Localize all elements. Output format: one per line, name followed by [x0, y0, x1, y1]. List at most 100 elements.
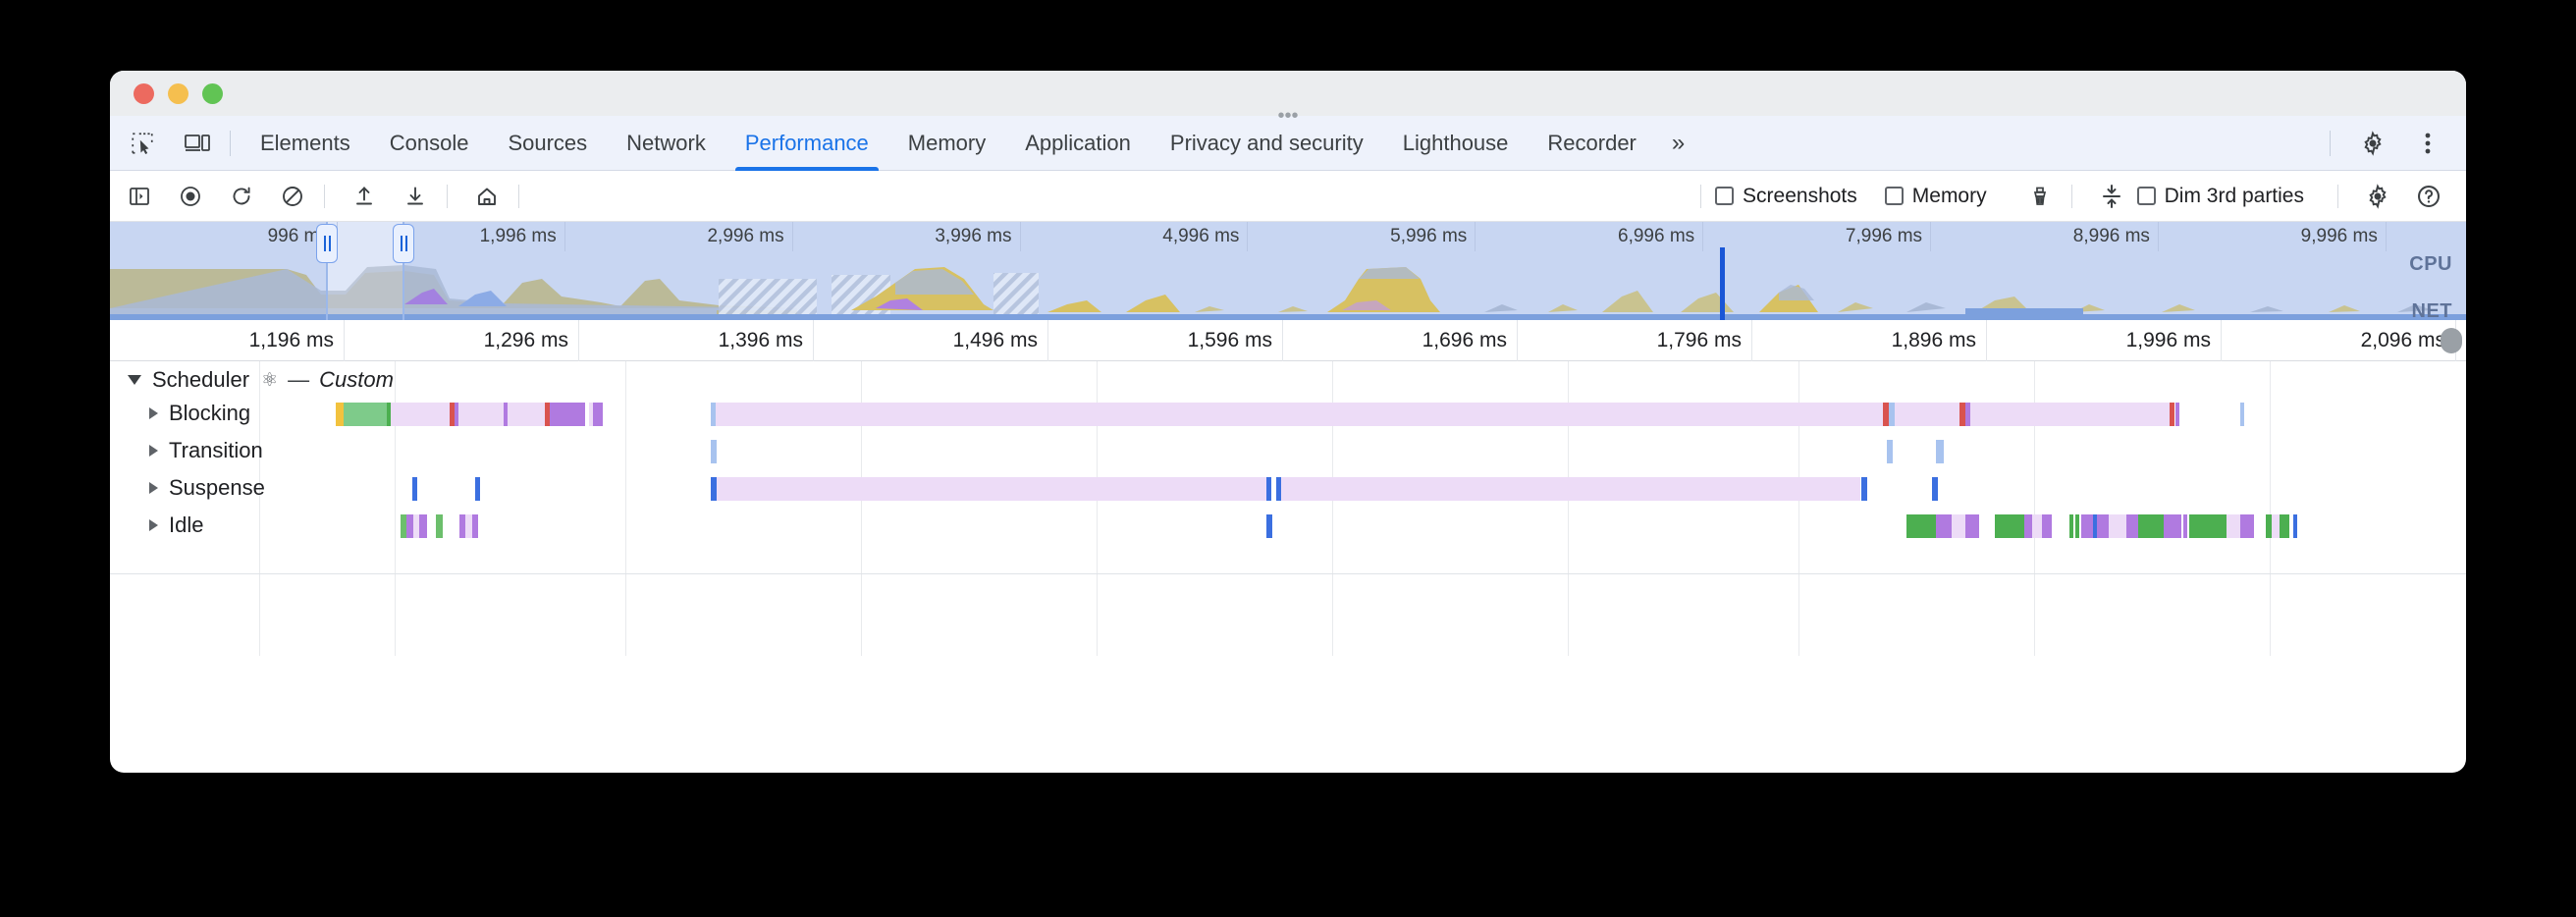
flame-bar[interactable] [2164, 514, 2181, 538]
flame-bar[interactable] [2093, 514, 2097, 538]
more-tabs-button[interactable]: » [1656, 116, 1700, 171]
track-name-blocking[interactable]: Blocking [110, 395, 250, 432]
flame-bar[interactable] [1883, 403, 1889, 426]
flame-bar[interactable] [1965, 403, 1970, 426]
flame-bar[interactable] [1970, 403, 2171, 426]
tab-network[interactable]: Network [607, 116, 725, 171]
flame-bar[interactable] [1895, 403, 1959, 426]
flame-bar[interactable] [504, 403, 508, 426]
track-name-suspense[interactable]: Suspense [110, 469, 265, 507]
dim-3rd-parties-checkbox[interactable]: Dim 3rd parties [2136, 185, 2328, 208]
flame-bar[interactable] [1952, 514, 1965, 538]
track-idle[interactable]: Idle [110, 507, 2466, 544]
maximize-window-button[interactable] [202, 82, 223, 104]
gear-icon[interactable] [2350, 124, 2395, 163]
flame-bar[interactable] [1276, 477, 1281, 501]
flame-bar[interactable] [711, 403, 716, 426]
flame-bar[interactable] [2170, 403, 2174, 426]
flame-bar[interactable] [554, 403, 585, 426]
kebab-menu-icon[interactable] [2405, 124, 2450, 163]
close-window-button[interactable] [134, 82, 154, 104]
flame-bar[interactable] [1861, 477, 1867, 501]
flame-bar[interactable] [1266, 477, 1271, 501]
trash-brush-icon[interactable] [2018, 178, 2062, 215]
flame-bar[interactable] [1959, 403, 1965, 426]
flame-bar[interactable] [589, 403, 593, 426]
clear-icon[interactable] [271, 178, 314, 215]
flame-bar[interactable] [391, 403, 450, 426]
flame-bar[interactable] [2075, 514, 2079, 538]
tab-memory[interactable]: Memory [888, 116, 1005, 171]
flame-bar[interactable] [1936, 440, 1944, 463]
home-icon[interactable] [465, 178, 509, 215]
selection-handle-left[interactable] [316, 224, 338, 263]
flame-bar[interactable] [413, 514, 419, 538]
flame-bar[interactable] [2272, 514, 2280, 538]
horizontal-scrollbar-thumb[interactable] [2441, 328, 2462, 353]
dim-3rd-parties-checkbox-box[interactable] [2136, 187, 2156, 205]
flame-bar[interactable] [459, 514, 465, 538]
flame-bar[interactable] [344, 403, 387, 426]
flame-bar[interactable] [419, 514, 427, 538]
flame-bar[interactable] [2240, 403, 2244, 426]
inspect-element-icon[interactable] [120, 124, 165, 163]
chevron-right-icon[interactable] [149, 519, 158, 531]
flame-bar[interactable] [711, 440, 717, 463]
flame-bar[interactable] [2069, 514, 2073, 538]
flame-bar[interactable] [1889, 403, 1895, 426]
flame-bar[interactable] [716, 403, 1884, 426]
tab-privacy-and-security[interactable]: Privacy and security [1151, 116, 1383, 171]
flame-bar[interactable] [450, 403, 455, 426]
flame-bar[interactable] [593, 403, 603, 426]
track-name-transition[interactable]: Transition [110, 432, 263, 469]
tab-elements[interactable]: Elements [241, 116, 370, 171]
flame-bar[interactable] [1965, 514, 1979, 538]
save-profile-icon[interactable] [394, 178, 437, 215]
flame-bar[interactable] [465, 514, 472, 538]
selection-handle-right[interactable] [393, 224, 414, 263]
flame-bar[interactable] [2138, 514, 2164, 538]
tab-console[interactable]: Console [370, 116, 489, 171]
flame-bar[interactable] [2227, 514, 2240, 538]
flame-bar[interactable] [1266, 514, 1272, 538]
tab-recorder[interactable]: Recorder [1528, 116, 1655, 171]
flame-bar[interactable] [1281, 477, 1860, 501]
chevron-right-icon[interactable] [149, 407, 158, 419]
memory-checkbox-box[interactable] [1884, 187, 1904, 205]
tab-performance[interactable]: Performance [725, 116, 888, 171]
memory-checkbox[interactable]: Memory [1884, 185, 2011, 208]
flame-bar[interactable] [1995, 514, 2024, 538]
flame-bar[interactable] [2266, 514, 2272, 538]
flame-bar[interactable] [436, 514, 443, 538]
device-toolbar-icon[interactable] [175, 124, 220, 163]
flame-bar[interactable] [545, 403, 550, 426]
track-blocking[interactable]: Blocking [110, 395, 2466, 432]
track-name-idle[interactable]: Idle [110, 507, 203, 544]
chevron-right-icon[interactable] [149, 445, 158, 457]
flame-bar[interactable] [455, 403, 458, 426]
load-profile-icon[interactable] [343, 178, 386, 215]
flame-bar[interactable] [387, 403, 391, 426]
screenshots-checkbox-box[interactable] [1715, 187, 1735, 205]
flame-bar[interactable] [406, 514, 413, 538]
chevron-down-icon[interactable] [128, 375, 141, 385]
tab-lighthouse[interactable]: Lighthouse [1383, 116, 1529, 171]
flame-bar[interactable] [2126, 514, 2138, 538]
flame-bar[interactable] [1906, 514, 1936, 538]
flame-bar[interactable] [2293, 514, 2297, 538]
detail-timeline-ruler[interactable]: 22,096 ms1,996 ms1,896 ms1,796 ms1,696 m… [110, 320, 2466, 361]
flame-bar[interactable] [711, 477, 717, 501]
track-group-scheduler[interactable]: Scheduler⚛—Custom [110, 361, 2466, 399]
tab-application[interactable]: Application [1005, 116, 1151, 171]
resizer-grip[interactable]: ••• [1277, 105, 1299, 127]
help-circle-icon[interactable] [2407, 178, 2450, 215]
flame-bar[interactable] [717, 477, 1266, 501]
flame-bar[interactable] [472, 514, 478, 538]
flame-bar[interactable] [1887, 440, 1893, 463]
flame-bar[interactable] [2109, 514, 2126, 538]
flame-bar[interactable] [412, 477, 417, 501]
flame-bar[interactable] [458, 403, 504, 426]
flame-bar[interactable] [1932, 477, 1938, 501]
